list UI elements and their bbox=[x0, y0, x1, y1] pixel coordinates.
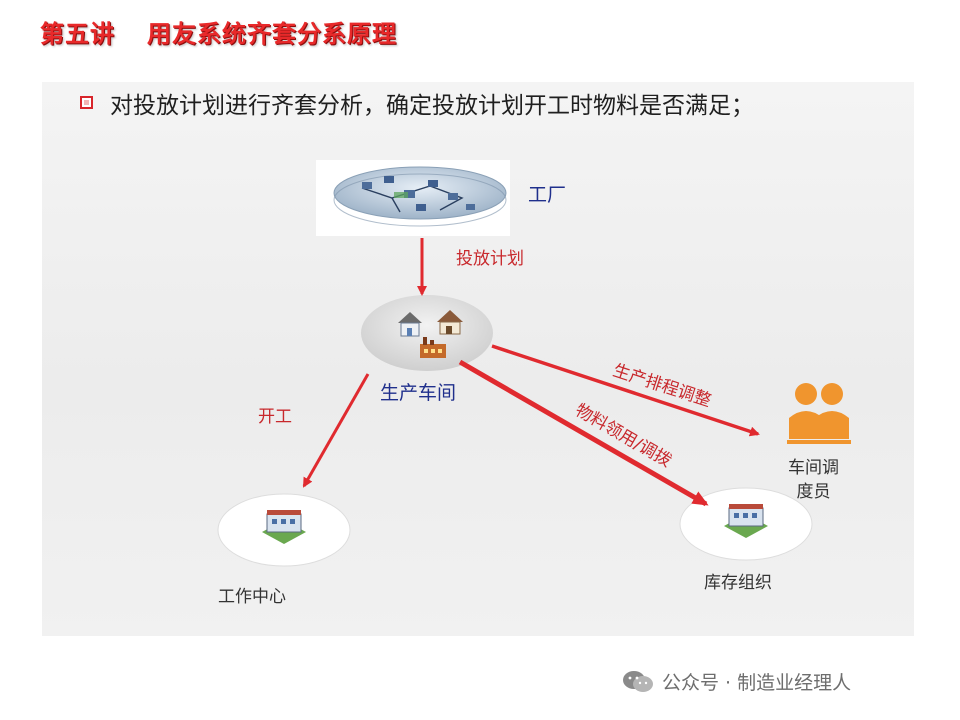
work-center-building-icon bbox=[262, 510, 306, 544]
arrow-start-work bbox=[302, 373, 370, 488]
inventory-org-label: 库存组织 bbox=[704, 573, 772, 593]
dispatcher-label: 车间调 度员 bbox=[788, 456, 839, 504]
house-icon-2 bbox=[437, 310, 463, 335]
factory-icon-small bbox=[420, 337, 446, 358]
edge-label-start-work: 开工 bbox=[258, 407, 292, 427]
factory-label: 工厂 bbox=[528, 184, 567, 206]
inventory-org-oval bbox=[679, 487, 813, 561]
arrow-material-issue bbox=[458, 359, 709, 507]
bullet-icon bbox=[80, 96, 93, 109]
workshop-label: 生产车间 bbox=[380, 382, 457, 404]
dispatcher-people-icon bbox=[787, 383, 851, 444]
arrow-schedule-adjust bbox=[491, 344, 760, 437]
slide-title-main: 用友系统齐套分系原理 bbox=[147, 20, 397, 48]
slide-title: 第五讲 用友系统齐套分系原理 bbox=[40, 14, 397, 49]
inventory-building-icon bbox=[724, 504, 768, 538]
watermark: 公众号 · 制造业经理人 bbox=[622, 668, 851, 695]
edge-label-release-plan: 投放计划 bbox=[456, 249, 524, 269]
work-center-label: 工作中心 bbox=[218, 587, 286, 607]
house-icon-1 bbox=[398, 312, 422, 337]
work-center-oval bbox=[217, 493, 351, 567]
slide-title-prefix: 第五讲 bbox=[40, 20, 115, 48]
workshop-houses-icon bbox=[361, 295, 493, 371]
bullet-text: 对投放计划进行齐套分析，确定投放计划开工时物料是否满足； bbox=[110, 93, 754, 119]
dispatcher-label-line2: 度员 bbox=[796, 482, 831, 502]
dispatcher-label-line1: 车间调 bbox=[788, 458, 839, 478]
watermark-text: 公众号 · 制造业经理人 bbox=[662, 672, 852, 694]
factory-network-icon bbox=[333, 166, 507, 227]
wechat-icon bbox=[623, 670, 653, 692]
